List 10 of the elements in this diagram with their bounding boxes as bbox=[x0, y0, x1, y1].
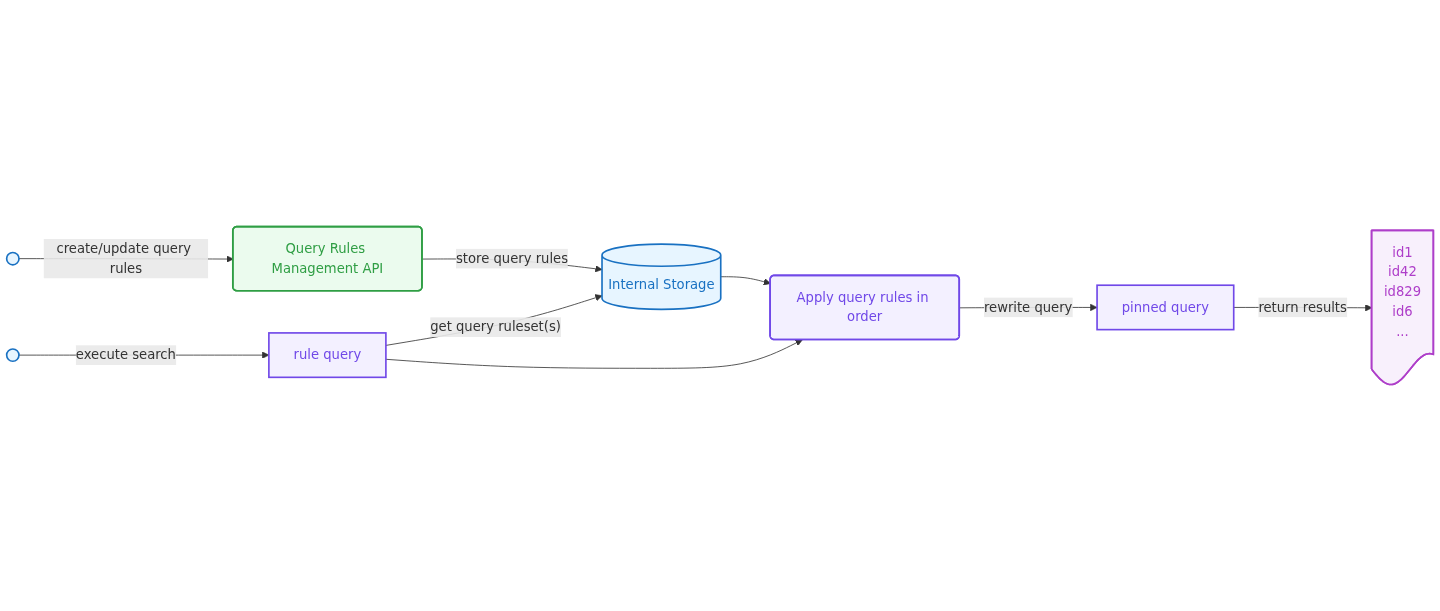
node-box: pinned query bbox=[1096, 284, 1235, 331]
edge-label: rewrite query bbox=[983, 299, 1073, 315]
node-box: rule query bbox=[268, 332, 387, 379]
edge-label: return results bbox=[1258, 299, 1347, 315]
edge-label: get query ruleset(s) bbox=[430, 318, 561, 335]
node-person bbox=[5, 348, 20, 363]
node-person bbox=[5, 251, 20, 266]
edge-label: store query rules bbox=[455, 250, 568, 267]
edge-label: execute search bbox=[75, 346, 176, 363]
edge-label: create/update query rules bbox=[56, 240, 192, 276]
